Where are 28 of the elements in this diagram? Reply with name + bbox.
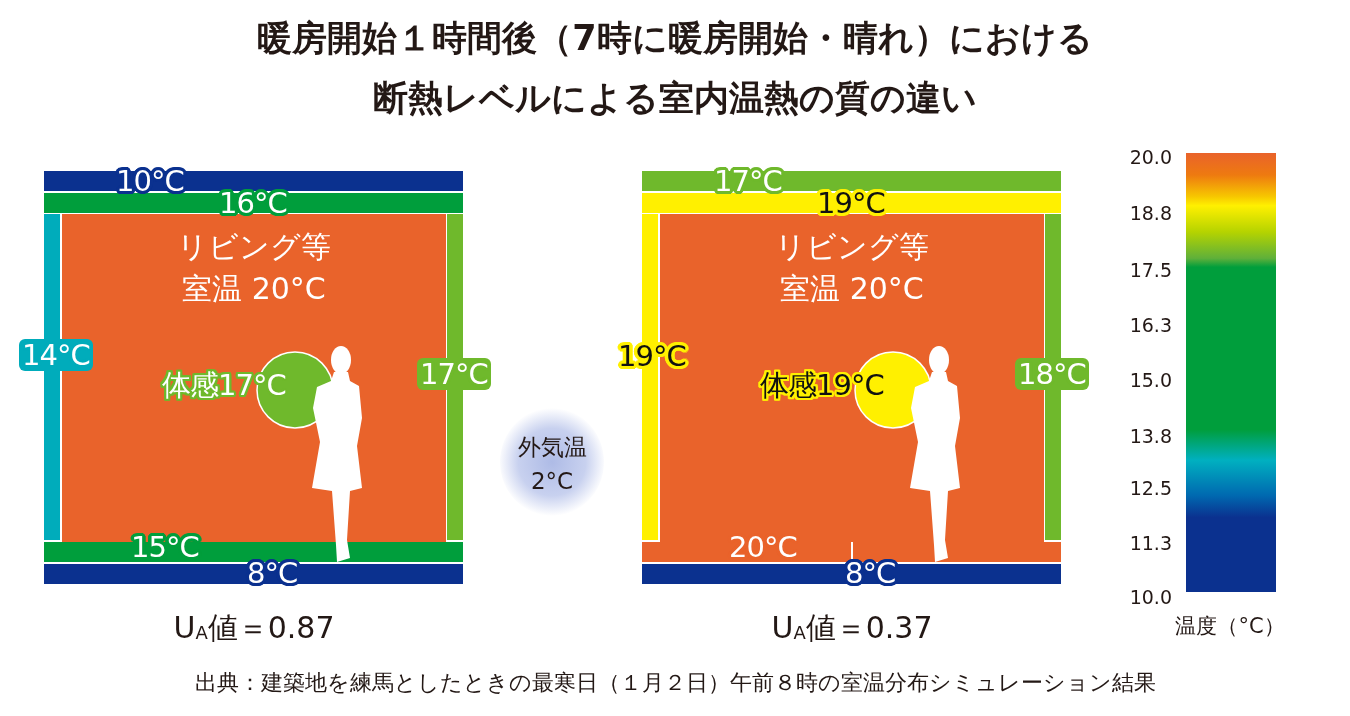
scale-tick-label: 16.3 (1128, 313, 1172, 337)
scale-title: 温度（°C） (1174, 613, 1286, 640)
outside-temp-label: 外気温 (516, 433, 588, 462)
diagram-title: 暖房開始１時間後（7時に暖房開始・晴れ）における断熱レベルによる室内温熱の質の違い (256, 17, 1094, 120)
color-scale-bar (1186, 153, 1276, 592)
scale-tick-label: 12.5 (1128, 476, 1172, 500)
temperature-label: 18°C (1015, 358, 1089, 390)
temperature-label: 20°C (729, 531, 797, 563)
room-label: リビング等 (176, 228, 332, 266)
temperature-label: 19°C (817, 187, 885, 219)
scale-tick-label: 18.8 (1128, 201, 1172, 225)
temperature-label: 10°C (116, 165, 184, 197)
scale-tick-label: 15.0 (1128, 368, 1172, 392)
scale-tick-label: 10.0 (1128, 585, 1172, 609)
room-label: リビング等 (774, 228, 930, 266)
room-label: 室温 20°C (779, 270, 925, 308)
scale-tick-label: 11.3 (1128, 531, 1172, 555)
outside-temp-label: 2°C (529, 467, 575, 496)
temperature-label: 17°C (714, 165, 782, 197)
temperature-label: 17°C (417, 358, 491, 390)
temperature-label: 19°C (618, 340, 686, 372)
scale-tick-label: 20.0 (1128, 145, 1172, 169)
temperature-label: 16°C (219, 187, 287, 219)
room-label: 室温 20°C (181, 270, 327, 308)
scale-tick-label: 17.5 (1128, 258, 1172, 282)
source-caption: 出典：建築地を練馬としたときの最寒日（１月２日）午前８時の室温分布シミュレーション結果 (193, 669, 1157, 697)
scale-tick-label: 13.8 (1128, 424, 1172, 448)
temperature-label: 14°C (19, 339, 93, 371)
